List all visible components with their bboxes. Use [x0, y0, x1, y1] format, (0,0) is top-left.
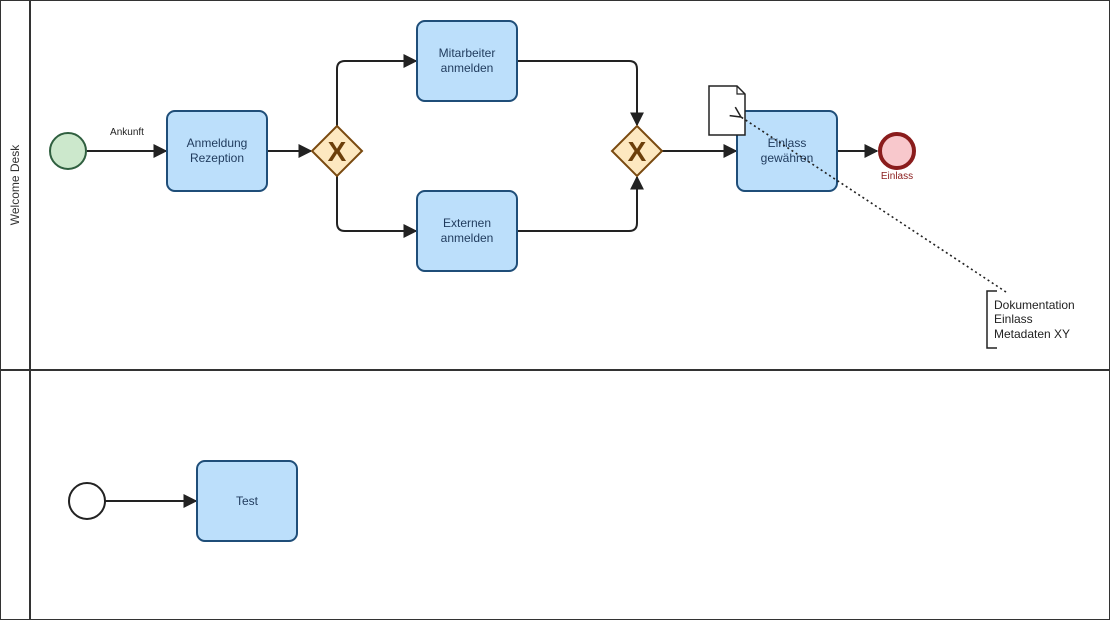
annotation-line-2: Einlass	[994, 312, 1033, 326]
start-event[interactable]	[49, 132, 87, 170]
task-einlass-gewaehren[interactable]: Einlass gewähren	[736, 110, 838, 192]
pool-border	[0, 0, 1110, 620]
data-object-document-icon[interactable]	[708, 85, 746, 136]
flow-label-ankunft: Ankunft	[110, 127, 144, 138]
task-box[interactable]	[166, 110, 268, 192]
end-event-label: Einlass	[881, 171, 913, 182]
gateway-x-marker: X	[628, 136, 647, 167]
flow-mitarbeiter-to-join	[518, 60, 644, 127]
task-label: Einlass	[768, 136, 807, 150]
task-box[interactable]	[416, 20, 518, 102]
document-icon[interactable]	[708, 85, 746, 136]
annotation-line-3: Metadaten XY	[994, 327, 1070, 341]
flow-split-to-mitarbeiter	[336, 54, 418, 126]
flow-split-to-externen	[336, 176, 418, 238]
task-anmeldung-rezeption[interactable]: Anmeldung Rezeption	[166, 110, 268, 192]
task-test[interactable]: Test	[196, 460, 298, 542]
task-label: Externen	[443, 216, 491, 230]
exclusive-gateway-split[interactable]: X	[310, 124, 364, 178]
task-label: Anmeldung	[187, 136, 248, 150]
document-fold	[736, 86, 745, 95]
task-label: Test	[236, 494, 259, 508]
text-annotation[interactable]: Dokumentation Einlass Metadaten XY	[986, 290, 1075, 349]
lane-label-welcome-desk: Welcome Desk	[8, 144, 22, 225]
task-mitarbeiter-anmelden[interactable]: Mitarbeiter anmelden	[416, 20, 518, 102]
gateway-diamond[interactable]	[310, 124, 364, 178]
task-label-line-2: anmelden	[441, 231, 494, 245]
sequence-flows	[87, 54, 879, 508]
task-box[interactable]	[196, 460, 298, 542]
start-event-lane-2[interactable]	[68, 482, 106, 520]
task-label: Mitarbeiter	[439, 46, 496, 60]
task-externen-anmelden[interactable]: Externen anmelden	[416, 190, 518, 272]
task-label-line-2: gewähren	[761, 151, 814, 165]
flow-externen-to-join	[518, 175, 644, 232]
annotation-line-1: Dokumentation	[994, 298, 1075, 312]
task-label-line-2: Rezeption	[190, 151, 244, 165]
task-label-line-2: anmelden	[441, 61, 494, 75]
task-box[interactable]	[416, 190, 518, 272]
pool: Welcome Desk	[0, 0, 1110, 620]
gateway-diamond[interactable]	[610, 124, 664, 178]
exclusive-gateway-join[interactable]: X	[610, 124, 664, 178]
task-box[interactable]	[736, 110, 838, 192]
annotation-bracket	[986, 290, 997, 349]
end-event[interactable]	[878, 132, 916, 170]
gateway-x-marker: X	[328, 136, 347, 167]
